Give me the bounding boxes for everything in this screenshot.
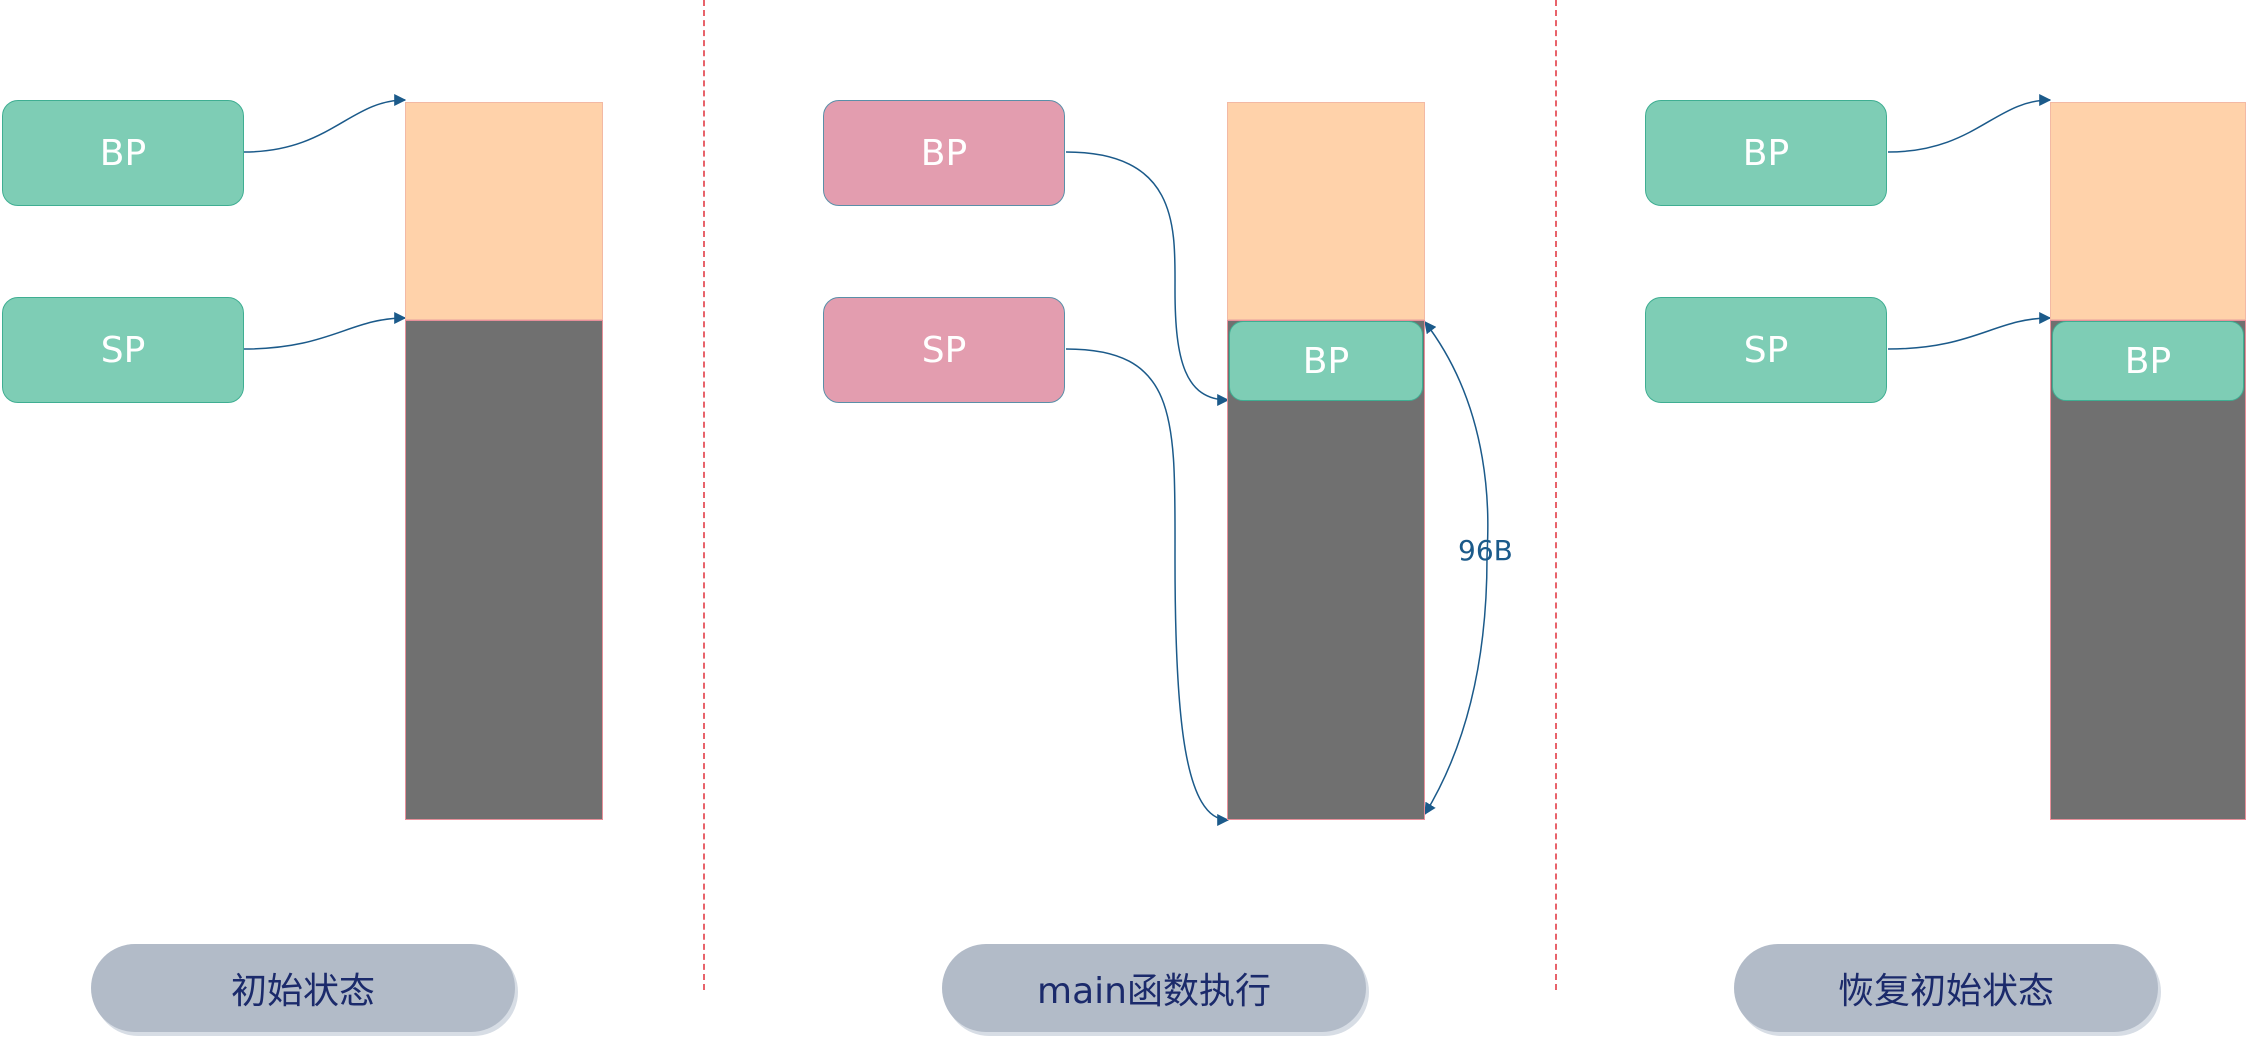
frame-size-arrow bbox=[1424, 321, 1489, 816]
stack-lower-region bbox=[2050, 320, 2246, 820]
sp-register-label: SP bbox=[921, 329, 967, 371]
frame-size-label: 96B bbox=[1458, 534, 1513, 567]
sp-pointer-arrow bbox=[1887, 312, 2052, 350]
sp-register: SP bbox=[823, 297, 1065, 403]
saved-bp-slot: BP bbox=[2052, 321, 2244, 401]
caption-text: 恢复初始状态 bbox=[1837, 971, 2054, 1012]
sp-register-label: SP bbox=[100, 329, 146, 371]
sp-register: SP bbox=[2, 297, 244, 403]
panel-caption: 恢复初始状态 bbox=[1734, 944, 2158, 1032]
panel-caption: main函数执行 bbox=[942, 944, 1366, 1032]
panel-divider bbox=[703, 0, 705, 990]
bp-register-label: BP bbox=[1742, 132, 1790, 174]
sp-pointer-arrow bbox=[243, 312, 407, 350]
bp-pointer-arrow bbox=[243, 94, 407, 153]
bp-register: BP bbox=[823, 100, 1065, 206]
stack-lower-region bbox=[405, 320, 603, 820]
bp-pointer-arrow bbox=[1065, 151, 1230, 406]
bp-register-label: BP bbox=[99, 132, 147, 174]
stack-upper-region bbox=[405, 102, 603, 320]
bp-register: BP bbox=[2, 100, 244, 206]
saved-bp-slot: BP bbox=[1229, 321, 1423, 401]
bp-register: BP bbox=[1645, 100, 1887, 206]
bp-register-label: BP bbox=[920, 132, 968, 174]
caption-text: main函数执行 bbox=[1037, 971, 1271, 1012]
panel-divider bbox=[1555, 0, 1557, 990]
saved-bp-label: BP bbox=[1302, 340, 1350, 382]
stack-upper-region bbox=[1227, 102, 1425, 320]
bp-pointer-arrow bbox=[1887, 94, 2052, 153]
stack-lower-region bbox=[1227, 320, 1425, 820]
sp-register-label: SP bbox=[1743, 329, 1789, 371]
saved-bp-label: BP bbox=[2124, 340, 2172, 382]
caption-text: 初始状态 bbox=[230, 971, 375, 1012]
stack-upper-region bbox=[2050, 102, 2246, 320]
sp-pointer-arrow bbox=[1065, 348, 1230, 826]
panel-caption: 初始状态 bbox=[91, 944, 515, 1032]
sp-register: SP bbox=[1645, 297, 1887, 403]
